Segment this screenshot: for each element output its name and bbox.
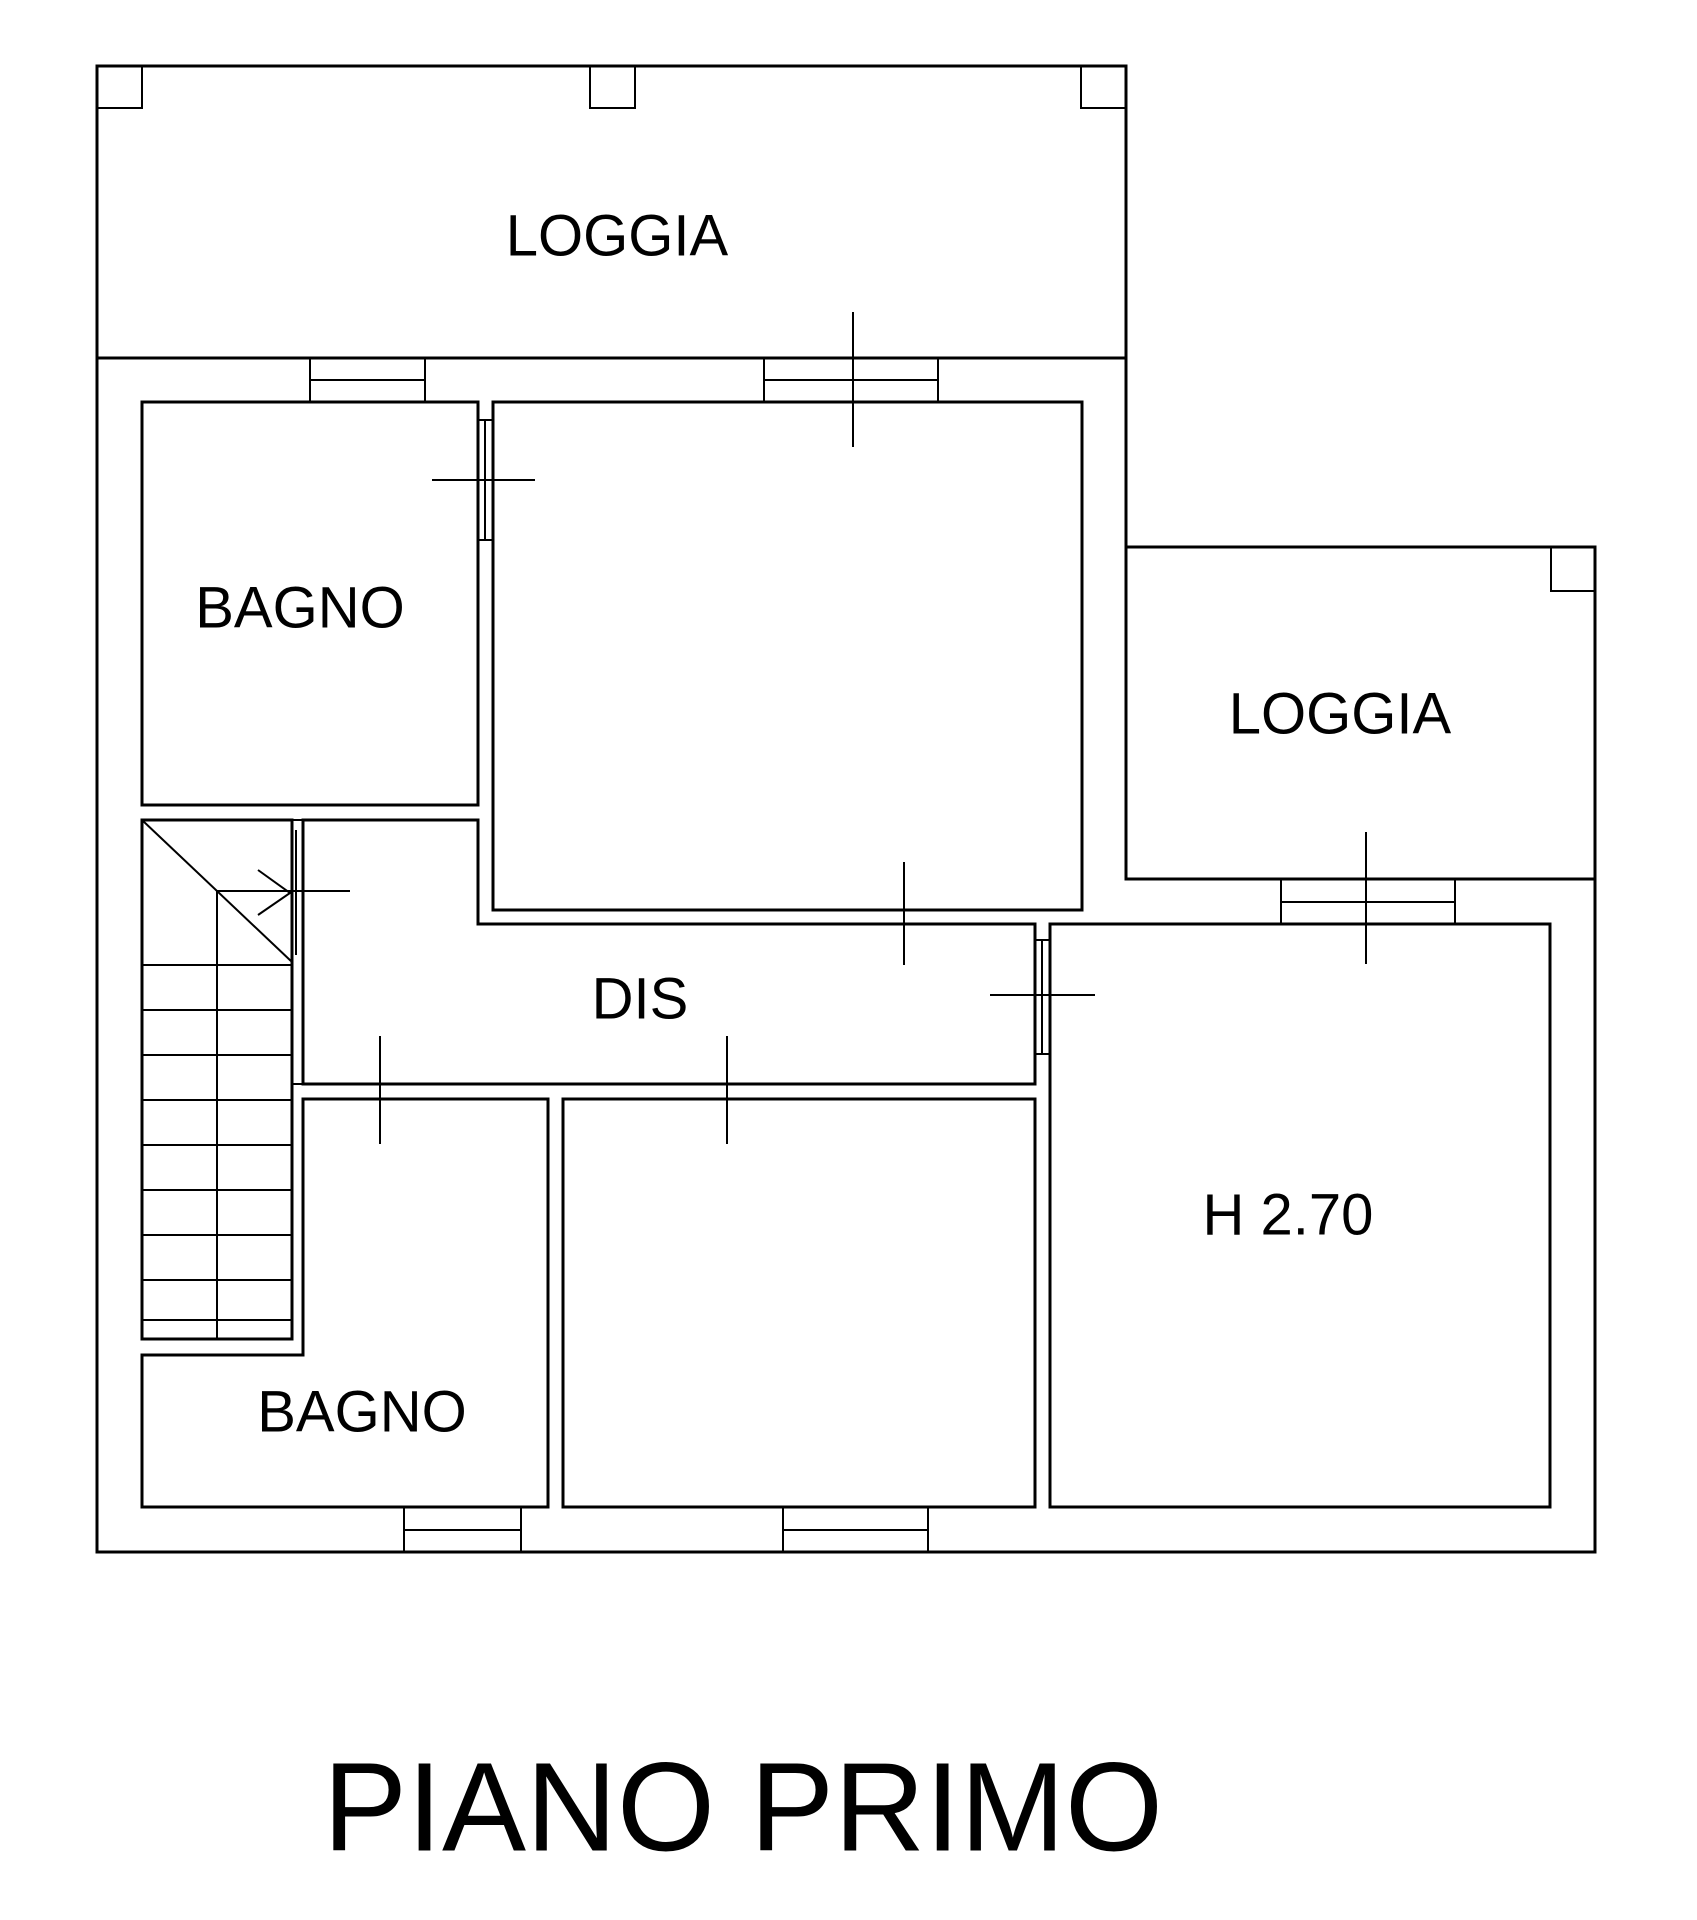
room-label-h270: H 2.70 <box>1203 1182 1374 1247</box>
room-label-loggia-top: LOGGIA <box>506 203 729 268</box>
column-marker <box>96 65 143 109</box>
plan-title: PIANO PRIMO <box>323 1736 1163 1877</box>
room-label-loggia-right: LOGGIA <box>1229 681 1452 746</box>
door-marker <box>432 420 535 540</box>
window <box>782 1506 929 1553</box>
stair-arrow-icon <box>257 869 292 916</box>
window <box>1280 878 1456 925</box>
bedroom-top-room <box>491 400 1084 912</box>
door-marker <box>668 1036 783 1144</box>
door-marker <box>764 312 938 447</box>
bagno-bottom-room <box>140 1097 550 1509</box>
outer-wall <box>95 358 1597 1554</box>
dis-corridor <box>301 818 1037 1086</box>
column-marker <box>1080 65 1127 109</box>
room-label-bagno-top: BAGNO <box>195 575 405 640</box>
door-marker <box>990 940 1095 1054</box>
door-marker <box>323 1036 440 1144</box>
door-marker <box>843 862 963 965</box>
room-label-bagno-bottom: BAGNO <box>257 1379 467 1444</box>
column-marker <box>589 65 636 109</box>
window <box>403 1506 522 1553</box>
door-marker <box>218 830 350 955</box>
bedroom-bottom-room <box>561 1097 1037 1509</box>
staircase <box>140 818 303 1341</box>
column-marker <box>1550 546 1596 592</box>
window <box>309 357 426 403</box>
room-label-dis: DIS <box>592 966 689 1031</box>
loggia-top-area <box>95 64 1128 360</box>
